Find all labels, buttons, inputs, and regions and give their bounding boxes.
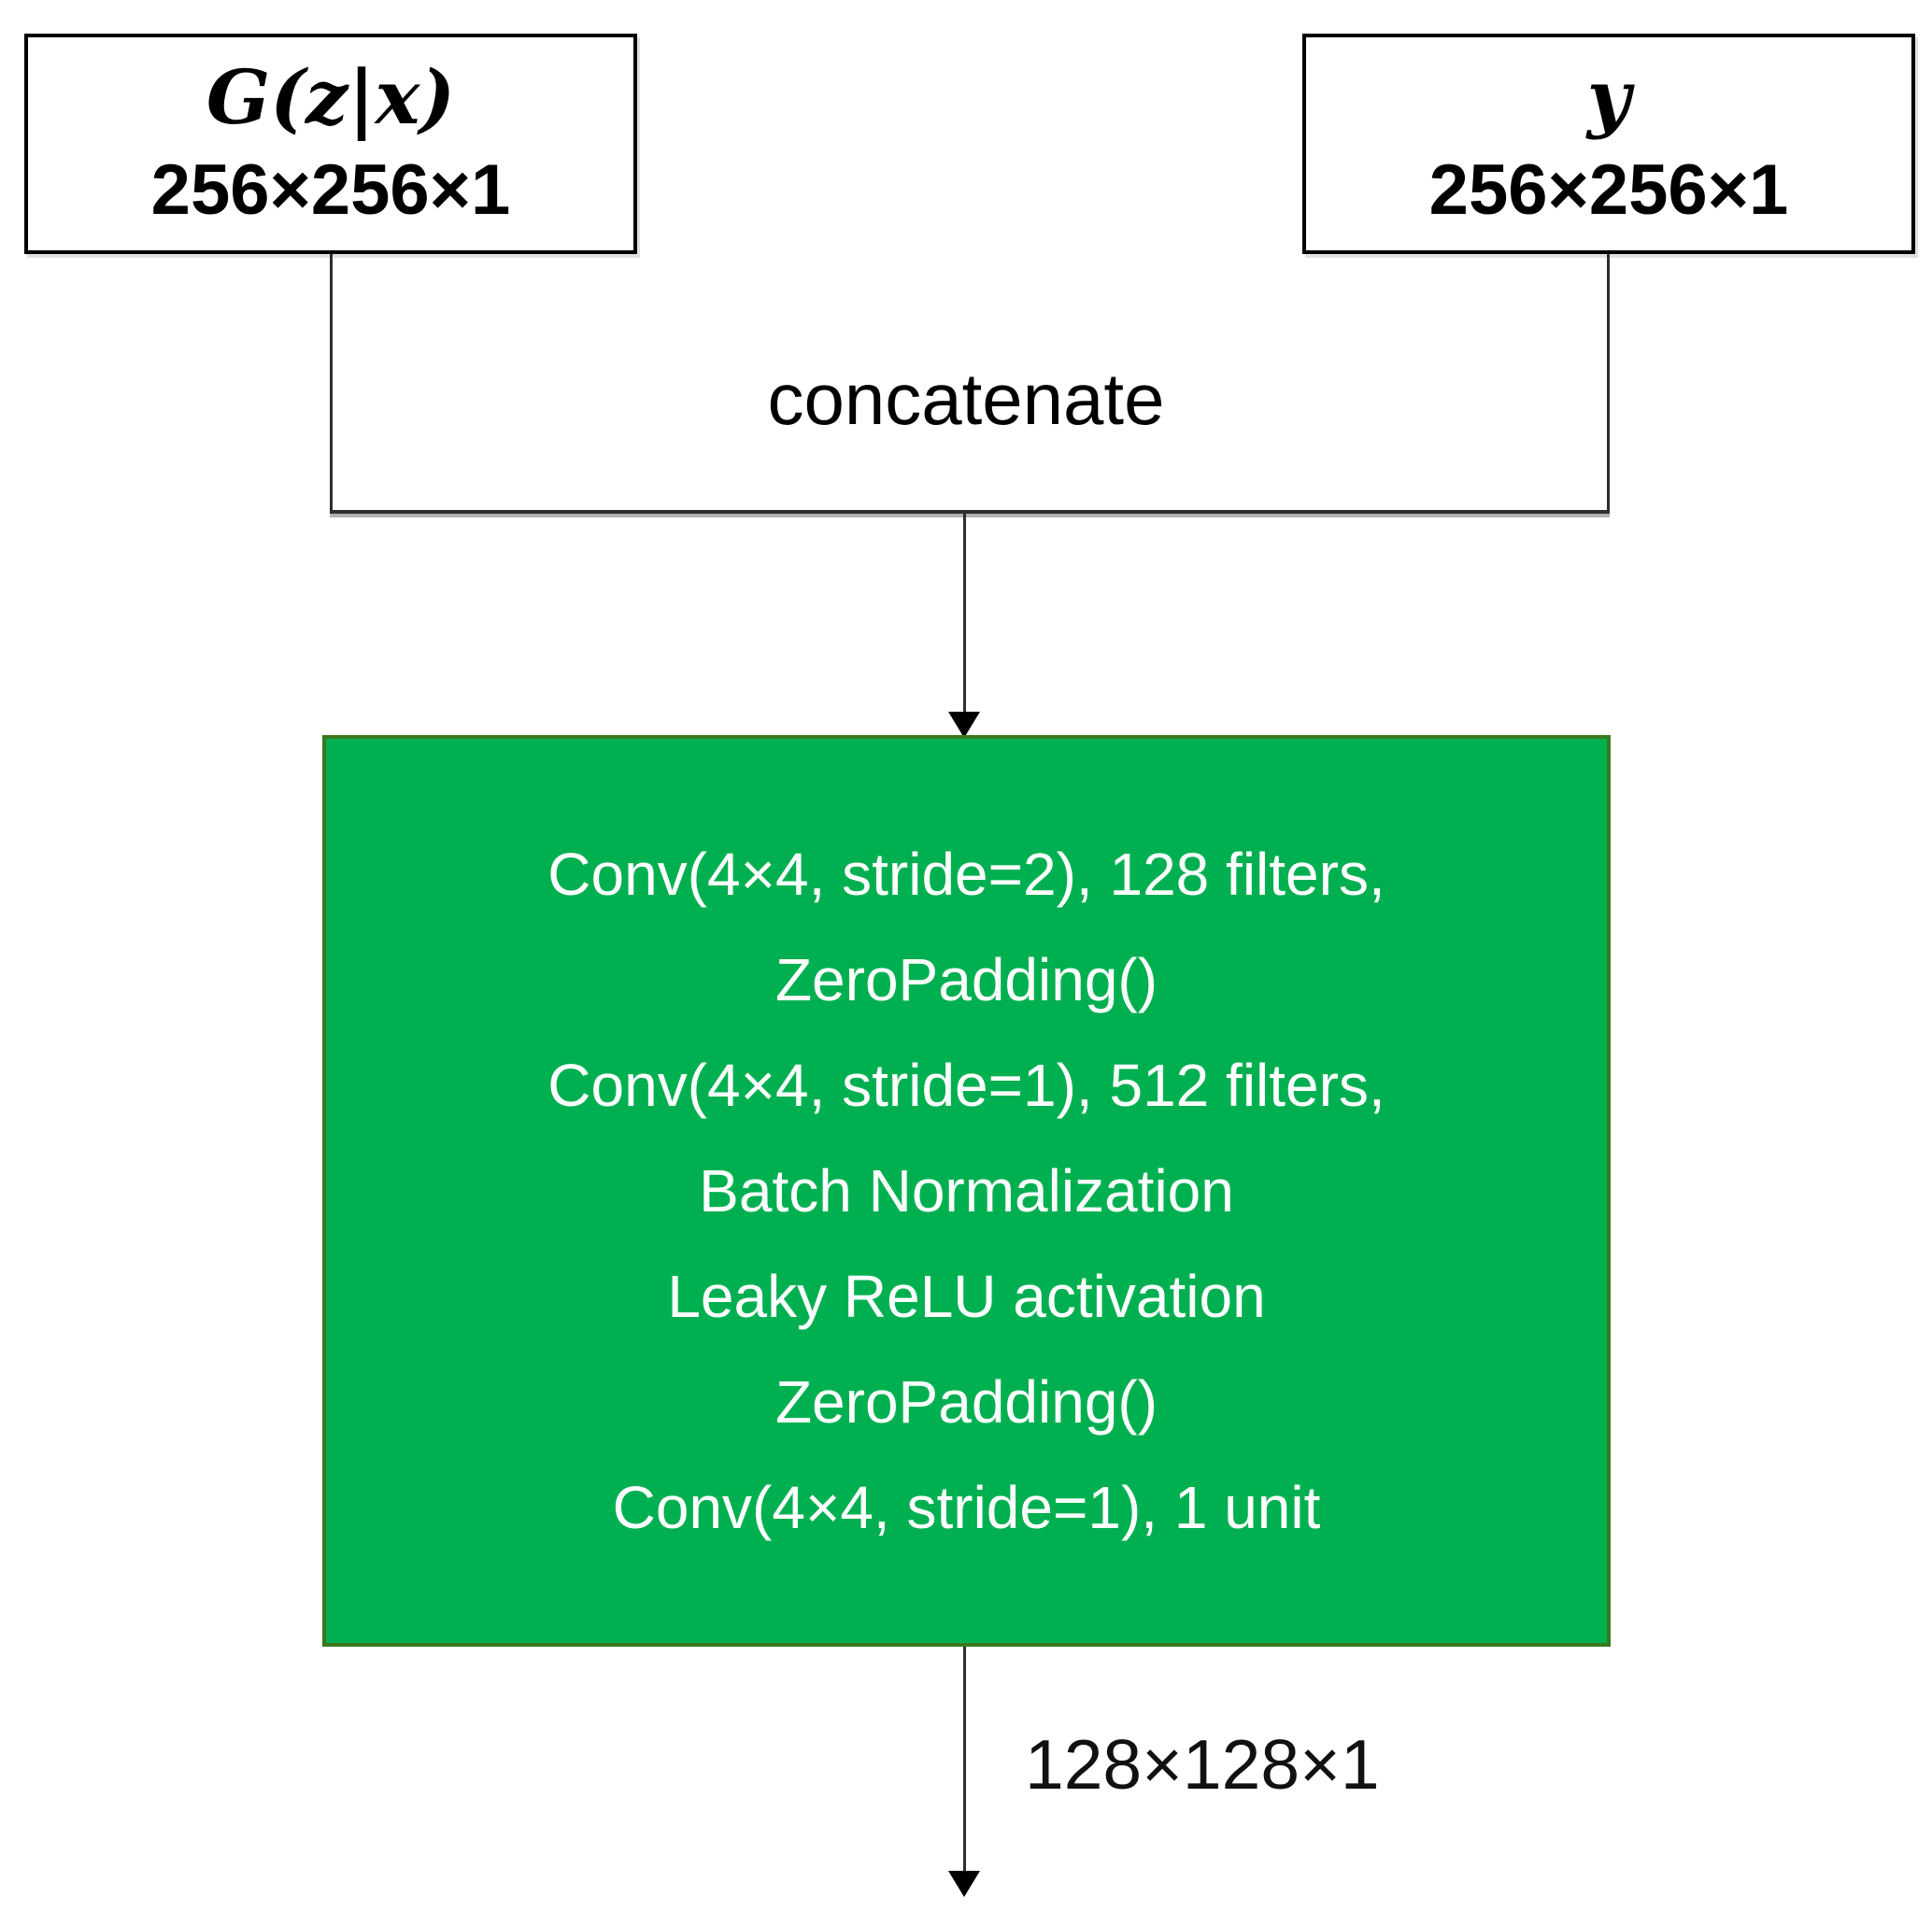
conv-layer-line: Batch Normalization <box>699 1156 1234 1224</box>
conv-layer-line: Conv(4×4, stride=1), 512 filters, <box>547 1051 1385 1119</box>
input-label-y: y <box>1586 53 1631 141</box>
arrowhead-down-icon <box>948 1871 980 1897</box>
input-box-y: y 256×256×1 <box>1302 34 1915 254</box>
connector-center-vertical-line <box>963 512 966 713</box>
arrowhead-down-icon <box>948 712 980 738</box>
connector-right-vertical-line <box>1607 254 1610 512</box>
conv-layer-line: Leaky ReLU activation <box>667 1262 1266 1330</box>
conv-layer-line: ZeroPadding() <box>774 945 1158 1013</box>
conv-layer-line: Conv(4×4, stride=2), 128 filters, <box>547 840 1385 908</box>
output-arrow-line <box>963 1647 966 1874</box>
concatenate-label: concatenate <box>767 358 1165 440</box>
connector-left-vertical-line <box>330 254 333 512</box>
conv-layer-line: ZeroPadding() <box>774 1367 1158 1436</box>
discriminator-conv-block: Conv(4×4, stride=2), 128 filters, ZeroPa… <box>322 735 1611 1647</box>
input-label-gzx: G(z|x) <box>206 53 456 141</box>
output-dims-label: 128×128×1 <box>1025 1725 1380 1804</box>
conv-layer-line: Conv(4×4, stride=1), 1 unit <box>612 1473 1321 1541</box>
input-dims-gzx: 256×256×1 <box>150 150 511 230</box>
input-dims-y: 256×256×1 <box>1428 150 1789 230</box>
input-box-generator-output: G(z|x) 256×256×1 <box>24 34 637 254</box>
connector-horizontal-line <box>330 510 1610 514</box>
